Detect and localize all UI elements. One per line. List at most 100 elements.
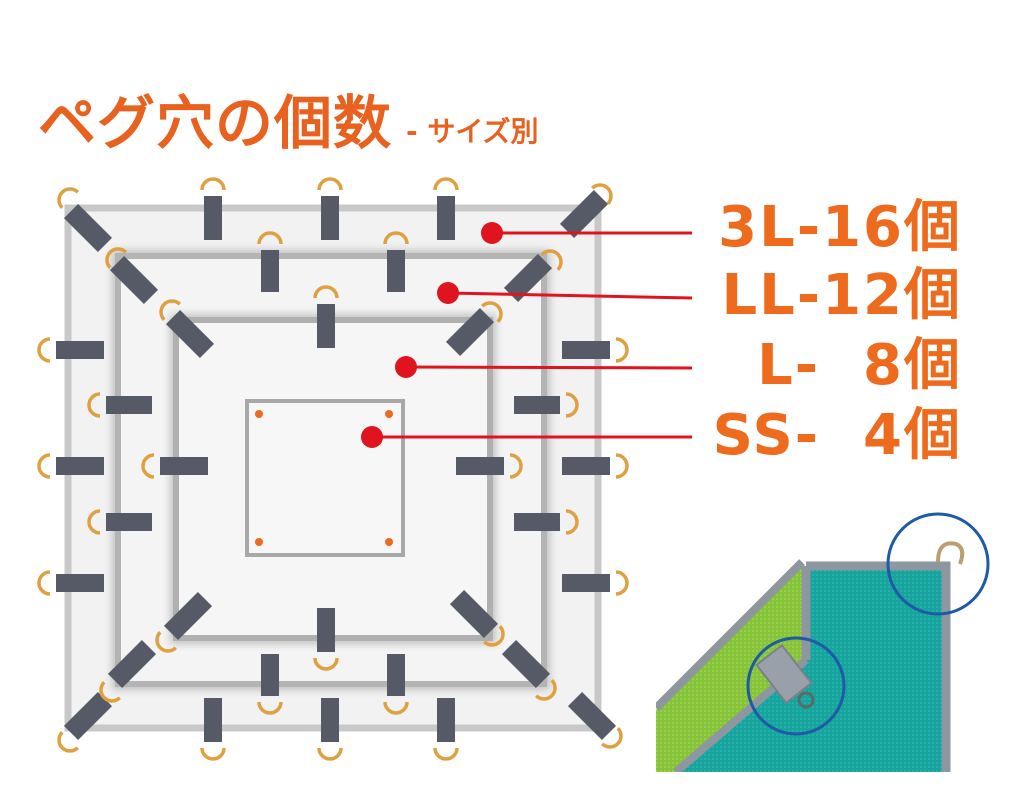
strap bbox=[437, 698, 455, 742]
title-subtitle: - サイズ別 bbox=[406, 115, 539, 148]
d-ring-icon bbox=[590, 183, 613, 206]
size-label-LL: LL-12個 bbox=[721, 263, 962, 328]
peg-strap bbox=[445, 301, 503, 357]
peg-strap bbox=[433, 177, 459, 240]
strap bbox=[501, 639, 551, 689]
d-ring-icon bbox=[565, 509, 579, 535]
strap bbox=[559, 189, 609, 239]
pointer-3L bbox=[481, 222, 692, 244]
d-ring-icon bbox=[200, 747, 226, 761]
d-ring-icon bbox=[37, 337, 51, 363]
d-ring-icon bbox=[540, 249, 563, 272]
ss-peg-hole bbox=[385, 410, 393, 418]
strap bbox=[261, 250, 279, 292]
pointer-dot bbox=[437, 282, 459, 304]
d-ring-icon bbox=[313, 657, 339, 671]
mat-corner-illustration bbox=[656, 512, 990, 772]
peg-strap bbox=[317, 177, 343, 240]
d-ring-icon bbox=[155, 630, 178, 653]
strap bbox=[165, 309, 215, 359]
d-ring-icon bbox=[383, 701, 409, 715]
sheet-SS bbox=[245, 399, 405, 557]
d-ring-icon bbox=[534, 678, 557, 701]
peg-strap bbox=[501, 639, 557, 701]
peg-strap bbox=[514, 509, 579, 535]
ss-peg-hole bbox=[255, 538, 263, 546]
peg-strap bbox=[449, 589, 505, 647]
strap bbox=[387, 654, 405, 696]
d-ring-icon bbox=[105, 247, 128, 270]
strap bbox=[562, 457, 610, 475]
peg-strap bbox=[57, 187, 113, 253]
strap bbox=[56, 341, 104, 359]
peg-strap bbox=[87, 392, 152, 418]
peg-strap bbox=[456, 453, 523, 479]
strap bbox=[204, 196, 222, 240]
strap bbox=[63, 691, 113, 741]
pointer-L bbox=[395, 356, 693, 378]
strap bbox=[163, 591, 213, 641]
peg-strap bbox=[562, 337, 629, 363]
strap bbox=[160, 457, 208, 475]
peg-strap bbox=[433, 698, 459, 761]
size-label-SS: SS- 4個 bbox=[712, 403, 962, 468]
pointer-dot bbox=[481, 222, 503, 244]
d-ring-icon bbox=[37, 453, 51, 479]
d-ring-icon bbox=[87, 509, 101, 535]
peg-strap bbox=[514, 392, 579, 418]
ss-peg-hole bbox=[385, 538, 393, 546]
peg-strap bbox=[87, 509, 152, 535]
d-ring-icon bbox=[37, 570, 51, 596]
peg-strap bbox=[141, 453, 208, 479]
strap bbox=[562, 574, 610, 592]
peg-strap bbox=[257, 231, 283, 292]
page-title: ペグ穴の個数 - サイズ別 bbox=[38, 62, 539, 152]
d-ring-icon bbox=[317, 747, 343, 761]
strap bbox=[514, 513, 560, 531]
size-label-L: L- 8個 bbox=[757, 333, 962, 398]
peg-strap bbox=[200, 698, 226, 761]
d-ring-icon bbox=[200, 177, 226, 191]
peg-strap bbox=[562, 570, 629, 596]
peg-strap bbox=[159, 299, 215, 359]
peg-strap bbox=[383, 654, 409, 715]
strap bbox=[317, 304, 335, 348]
highlight-circle-strap bbox=[746, 636, 846, 736]
d-ring-icon bbox=[57, 187, 80, 210]
peg-strap bbox=[317, 698, 343, 761]
strap bbox=[456, 457, 504, 475]
mat-corner-photo bbox=[656, 510, 996, 772]
strap bbox=[204, 698, 222, 742]
strap bbox=[445, 307, 495, 357]
strap bbox=[503, 253, 553, 303]
ss-peg-hole bbox=[255, 410, 263, 418]
strap bbox=[56, 574, 104, 592]
d-ring-icon bbox=[615, 570, 629, 596]
strap bbox=[63, 203, 113, 253]
strap bbox=[321, 698, 339, 742]
peg-strap bbox=[37, 570, 104, 596]
peg-strap bbox=[105, 247, 159, 305]
d-ring-icon bbox=[313, 285, 339, 299]
pointer-dot bbox=[361, 426, 383, 448]
peg-strap bbox=[562, 453, 629, 479]
d-ring-icon bbox=[383, 231, 409, 245]
strap bbox=[514, 396, 560, 414]
peg-strap bbox=[313, 285, 339, 348]
pointer-SS bbox=[361, 426, 692, 448]
strap bbox=[437, 196, 455, 240]
peg-strap bbox=[99, 639, 157, 703]
strap bbox=[106, 396, 152, 414]
strap bbox=[261, 654, 279, 696]
peg-strap bbox=[503, 249, 563, 303]
d-ring-icon bbox=[99, 680, 122, 703]
peg-strap bbox=[313, 608, 339, 671]
d-ring-icon bbox=[615, 453, 629, 479]
peg-strap bbox=[200, 177, 226, 240]
peg-strap bbox=[567, 691, 623, 749]
highlight-circle-corner bbox=[886, 512, 990, 616]
peg-strap bbox=[559, 183, 613, 239]
d-ring-icon bbox=[482, 624, 505, 647]
strap bbox=[106, 513, 152, 531]
